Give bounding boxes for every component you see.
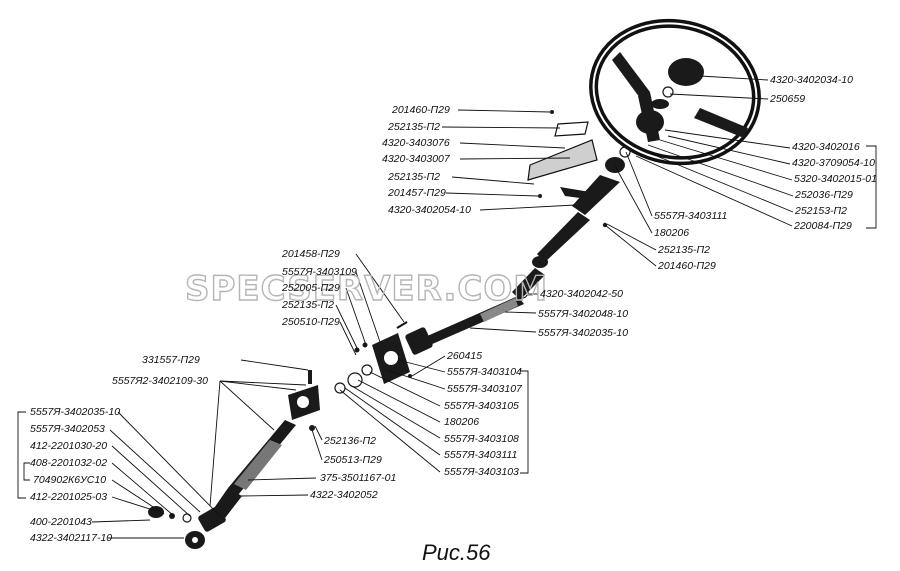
part-label: 4322-3402052 xyxy=(310,489,378,501)
lower-shaft xyxy=(148,370,320,549)
part-label: 4320-3402034-10 xyxy=(770,74,853,86)
part-label: 252135-П2 xyxy=(281,299,334,311)
part-label: 4320-3403076 xyxy=(382,137,450,149)
part-label: 412-2201025-03 xyxy=(30,491,107,503)
part-label: 4320-3402016 xyxy=(792,141,860,153)
part-label: 250659 xyxy=(769,93,805,105)
part-label: 201460-П29 xyxy=(391,104,450,116)
part-label: 252135-П2 xyxy=(387,121,440,133)
part-label: 260415 xyxy=(446,350,482,362)
part-label: 408-2201032-02 xyxy=(30,457,107,469)
part-label: 5557Я-3403107 xyxy=(447,383,523,395)
steering-shaft-upper xyxy=(512,146,631,300)
figure-caption: Рис.56 xyxy=(422,540,491,565)
part-label: 400-2201043 xyxy=(30,516,92,528)
part-label: 252005-П29 xyxy=(281,282,340,294)
part-label: 704902К6УС10 xyxy=(33,474,106,486)
part-label: 4320-3403007 xyxy=(382,153,451,165)
part-label: 201460-П29 xyxy=(657,260,716,272)
part-label: 5557Я-3403108 xyxy=(444,433,519,445)
part-label: 412-2201030-20 xyxy=(30,440,107,452)
part-label: 4320-3402042-50 xyxy=(540,288,623,300)
part-labels: 4320-3402034-10 250659 4320-3402016 4320… xyxy=(30,74,877,544)
part-label: 180206 xyxy=(444,416,479,428)
part-label: 4320-3709054-10 xyxy=(792,157,875,169)
part-label: 250510-П29 xyxy=(281,316,340,328)
part-label: 252135-П2 xyxy=(657,244,710,256)
part-label: 5557Я-3403111 xyxy=(444,449,517,461)
part-label: 375-3501167-01 xyxy=(320,472,396,484)
part-label: 180206 xyxy=(654,227,689,239)
steering-wheel xyxy=(589,18,761,166)
part-label: 5557Я-3403111 xyxy=(654,210,727,222)
part-label: 5557Я-3402035-10 xyxy=(538,327,628,339)
part-label: 252153-П2 xyxy=(794,205,847,217)
part-label: 4320-3402054-10 xyxy=(388,204,471,216)
part-label: 5557Я-3403105 xyxy=(444,400,519,412)
part-label: 5557Я-3403104 xyxy=(447,366,522,378)
part-label: 4322-3402117-10 xyxy=(30,532,112,544)
part-label: 201458-П29 xyxy=(281,248,340,260)
part-label: 252135-П2 xyxy=(387,171,440,183)
part-label: 331557-П29 xyxy=(142,354,200,366)
part-label: 5557Я2-3402109-30 xyxy=(112,375,208,387)
part-label: 250513-П29 xyxy=(323,454,382,466)
part-label: 252036-П29 xyxy=(794,189,853,201)
cardan-joint-housing xyxy=(334,321,412,394)
part-label: 5557Я-3402048-10 xyxy=(538,308,628,320)
watermark: SPECSERVER.COM xyxy=(185,269,548,309)
part-label: 5557Я-3402053 xyxy=(30,423,105,435)
bracket-plates xyxy=(527,110,608,228)
part-label: 5557Я-3403109 xyxy=(282,266,357,278)
part-label: 220084-П29 xyxy=(793,220,852,232)
part-label: 5320-3402015-01 xyxy=(794,173,877,185)
part-label: 5557Я-3403103 xyxy=(444,466,519,478)
part-label: 201457-П29 xyxy=(387,187,446,199)
intermediate-shaft xyxy=(405,296,524,355)
part-label: 252136-П2 xyxy=(323,435,376,447)
part-label: 5557Я-3402035-10 xyxy=(30,406,120,418)
leader-lines xyxy=(17,75,877,539)
